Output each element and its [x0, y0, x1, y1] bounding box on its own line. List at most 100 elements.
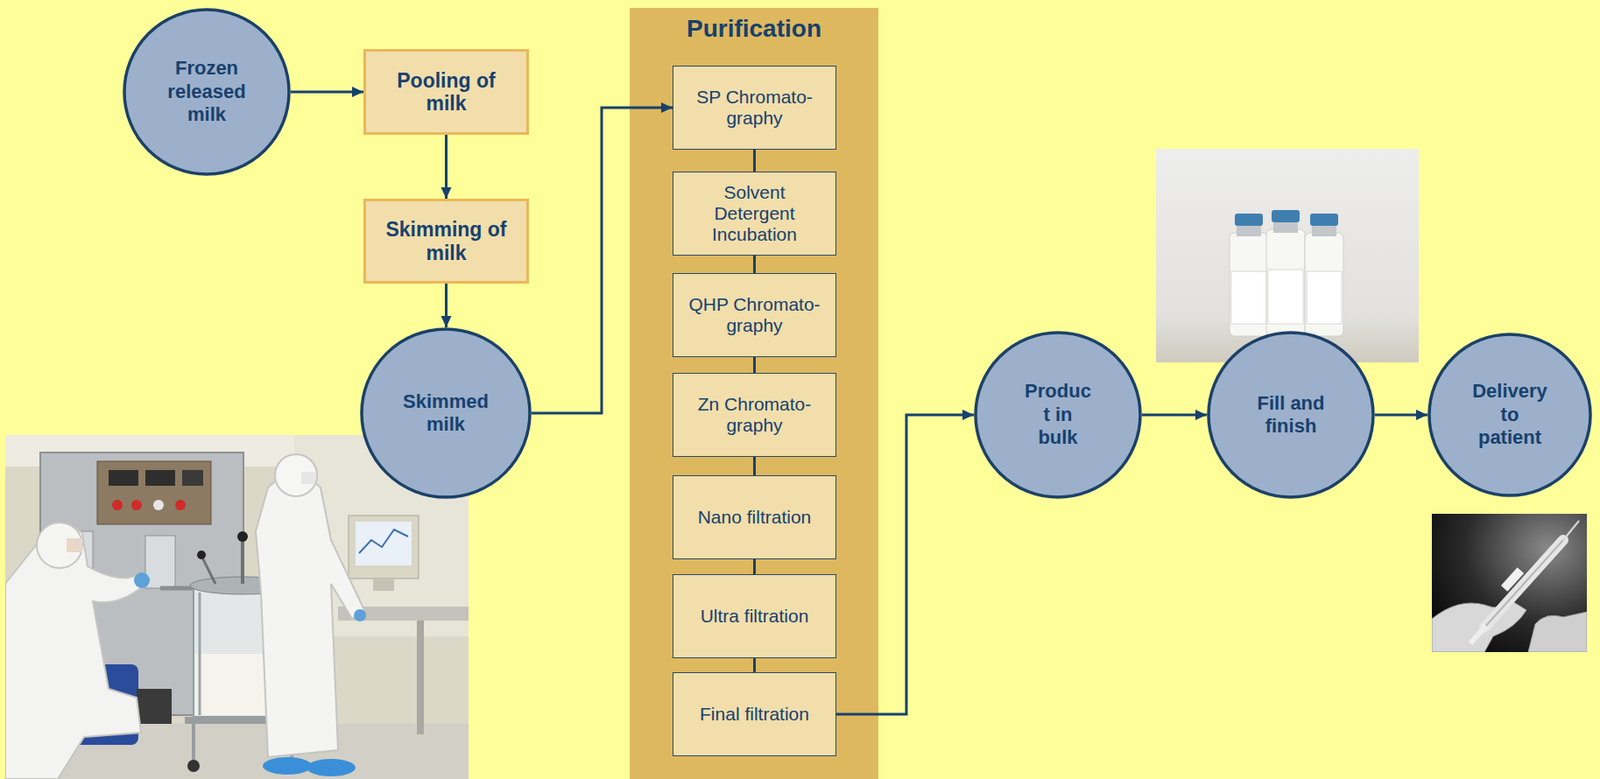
- photo-detail: [262, 757, 312, 776]
- photo-detail: [145, 535, 176, 589]
- start-circle: Frozen released milk: [122, 7, 291, 177]
- state-circle: Fill and finish: [1206, 331, 1375, 500]
- photo-detail: [191, 724, 196, 762]
- step-box: Nano filtration: [672, 475, 837, 560]
- photo-detail: [1234, 213, 1263, 226]
- photo-detail: [353, 609, 367, 622]
- step-box: SP Chromato- graphy: [672, 65, 837, 150]
- photo-detail: [1271, 210, 1300, 223]
- photo-detail: [1266, 229, 1305, 337]
- photo-detail: [1304, 232, 1344, 337]
- photo-detail: [153, 500, 164, 511]
- state-circle: Produc t in bulk: [973, 331, 1142, 500]
- photo-detail: [145, 470, 176, 487]
- flow-arrow: [290, 91, 364, 94]
- photo-detail: [1229, 232, 1269, 337]
- photo-detail: [1528, 612, 1587, 653]
- vials-photo: [1155, 148, 1419, 363]
- step-box: Zn Chromato- graphy: [672, 373, 837, 458]
- photo-detail: [1273, 220, 1298, 233]
- photo-detail: [66, 538, 83, 553]
- node-label: Skimmed milk: [396, 390, 495, 438]
- photo-detail: [175, 500, 186, 511]
- node-label: Produc t in bulk: [1022, 380, 1094, 450]
- node-label: Pooling of milk: [380, 69, 513, 116]
- photo-detail: [187, 760, 200, 773]
- node-label: Nano filtration: [684, 507, 825, 529]
- photo-detail: [133, 572, 150, 589]
- syringe-photo: [1431, 514, 1587, 653]
- photo-detail: [5, 435, 469, 779]
- node-label: Fill and finish: [1247, 392, 1335, 439]
- circle-outline-shape: [1208, 332, 1374, 498]
- photo-detail: [274, 454, 318, 497]
- photo-detail: [301, 472, 316, 485]
- photo-detail: [1470, 626, 1487, 644]
- circle-outline-shape: [124, 9, 289, 175]
- photo-detail: [1484, 540, 1564, 628]
- photo-detail: [1501, 567, 1524, 592]
- node-label: Skimming of milk: [380, 218, 513, 265]
- stage-band: Purification SP Chromato- graphySolvent D…: [629, 7, 879, 779]
- node-label: Final filtration: [684, 704, 825, 726]
- flow-arrow: [1141, 414, 1207, 417]
- end-circle: Delivery to patient: [1427, 332, 1593, 498]
- process-box: Skimming of milk: [363, 198, 529, 284]
- photo-detail: [1563, 521, 1579, 541]
- photo-detail: [348, 515, 419, 579]
- node-label: Delivery to patient: [1469, 380, 1551, 450]
- step-box: Ultra filtration: [672, 574, 837, 659]
- node-label: QHP Chromato- graphy: [684, 294, 825, 337]
- photo-detail: [306, 759, 356, 777]
- photo-detail: [355, 521, 412, 566]
- photo-detail: [1236, 224, 1262, 237]
- vial: [1304, 213, 1344, 337]
- photo-detail: [202, 557, 216, 585]
- photo-detail: [197, 550, 206, 560]
- vial: [1229, 213, 1269, 337]
- photo-detail: [182, 470, 204, 487]
- lab-photo: [5, 435, 469, 779]
- node-label: SP Chromato- graphy: [684, 86, 825, 129]
- node-label: Ultra filtration: [684, 606, 825, 628]
- node-label: Frozen released milk: [155, 56, 258, 127]
- photo-detail: [1310, 213, 1339, 226]
- photo-detail: [255, 474, 365, 758]
- band-heading: Purification: [635, 14, 873, 43]
- photo-detail: [131, 500, 142, 511]
- photo-detail: [1231, 271, 1267, 325]
- circle-outline-shape: [1429, 334, 1591, 496]
- node-label: Solvent Detergent Incubation: [684, 182, 825, 246]
- state-circle: Skimmed milk: [359, 327, 532, 500]
- photo-detail: [240, 540, 245, 585]
- photo-detail: [359, 529, 409, 554]
- step-box: QHP Chromato- graphy: [672, 273, 837, 358]
- photo-detail: [136, 689, 172, 725]
- photo-detail: [1431, 514, 1587, 653]
- photo-detail: [1306, 271, 1342, 325]
- circle-outline-shape: [361, 329, 530, 498]
- photo-detail: [237, 531, 248, 543]
- photo-detail: [373, 578, 395, 592]
- photo-detail: [1431, 601, 1527, 653]
- flow-arrow: [1374, 414, 1428, 417]
- photo-detail: [112, 500, 123, 511]
- photo-detail: [1268, 269, 1304, 325]
- photo-detail: [416, 620, 424, 735]
- photo-detail: [108, 470, 139, 487]
- vial: [1266, 210, 1305, 337]
- photo-detail: [1484, 540, 1564, 628]
- step-box: Final filtration: [672, 672, 837, 757]
- circle-outline-shape: [975, 332, 1141, 498]
- photo-detail: [97, 461, 212, 525]
- photo-detail: [1311, 224, 1337, 237]
- photo-detail: [36, 522, 83, 569]
- flow-arrow: [444, 283, 448, 328]
- step-box: Solvent Detergent Incubation: [672, 171, 837, 256]
- node-label: Zn Chromato- graphy: [684, 394, 825, 437]
- photo-detail: [1155, 148, 1419, 363]
- flow-arrow: [444, 134, 448, 199]
- process-box: Pooling of milk: [363, 49, 529, 135]
- photo-detail: [198, 592, 202, 716]
